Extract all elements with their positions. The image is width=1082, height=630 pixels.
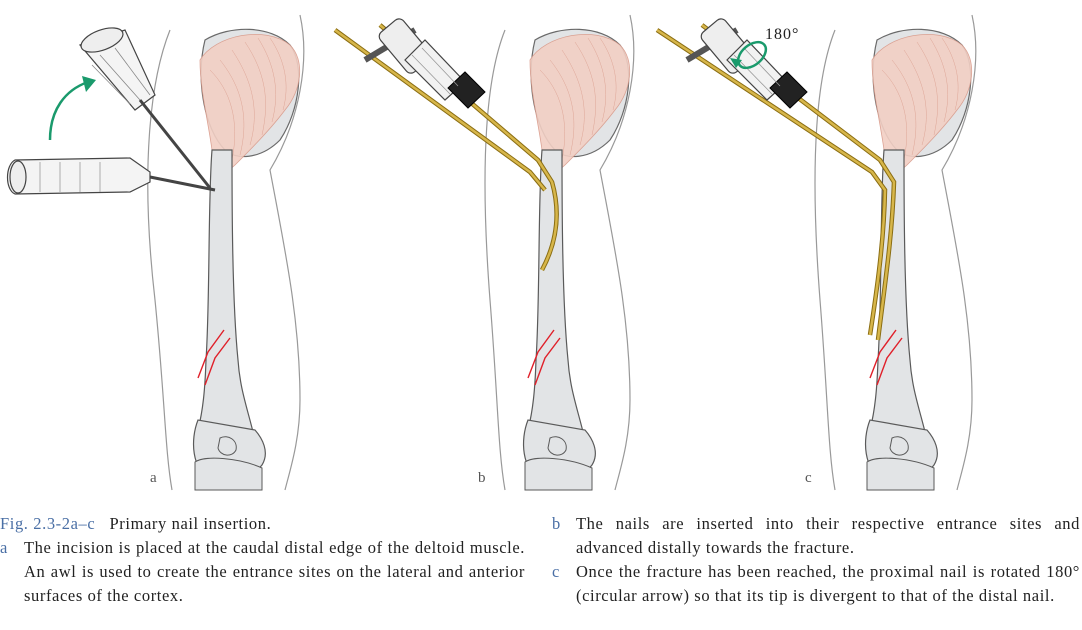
- caption-marker: c: [552, 562, 560, 581]
- panel-a-illustration: [6, 14, 305, 491]
- panel-b-illustration: [333, 14, 635, 491]
- panel-c-illustration: [655, 14, 977, 491]
- caption-item-b: b The nails are inserted into their resp…: [552, 512, 1080, 560]
- caption-text: Once the fracture has been reached, the …: [576, 562, 1080, 605]
- caption-text: The nails are inserted into their respec…: [576, 514, 1080, 557]
- caption-marker: b: [552, 514, 561, 533]
- caption-item-a: a The incision is placed at the caudal d…: [0, 536, 525, 608]
- inserter-icon: [685, 18, 808, 109]
- figure: a: [0, 0, 1082, 500]
- panel-a: a: [0, 0, 330, 500]
- awl-lower-icon: [6, 157, 216, 195]
- caption-marker: a: [0, 538, 8, 557]
- panel-b: b: [330, 0, 660, 500]
- rotation-arrow-icon: [730, 40, 768, 70]
- caption-title-line: Fig. 2.3-2a–c Primary nail insertion.: [0, 512, 525, 536]
- caption-left: Fig. 2.3-2a–c Primary nail insertion. a …: [0, 512, 525, 608]
- caption-text: The incision is placed at the caudal dis…: [24, 538, 525, 605]
- awl-upper-icon: [78, 27, 212, 189]
- motion-arrow-icon: [48, 80, 89, 141]
- panel-b-label: b: [478, 470, 486, 486]
- figure-ref: Fig. 2.3-2a–c: [0, 514, 96, 533]
- caption-right: b The nails are inserted into their resp…: [552, 512, 1080, 608]
- panel-c-label: c: [805, 470, 812, 486]
- inserter-icon: [363, 18, 486, 109]
- panel-c: 180° c: [652, 0, 1082, 500]
- caption-item-c: c Once the fracture has been reached, th…: [552, 560, 1080, 608]
- panel-a-label: a: [150, 470, 157, 486]
- caption-title: Primary nail insertion.: [109, 514, 272, 533]
- rotation-label: 180°: [765, 26, 800, 43]
